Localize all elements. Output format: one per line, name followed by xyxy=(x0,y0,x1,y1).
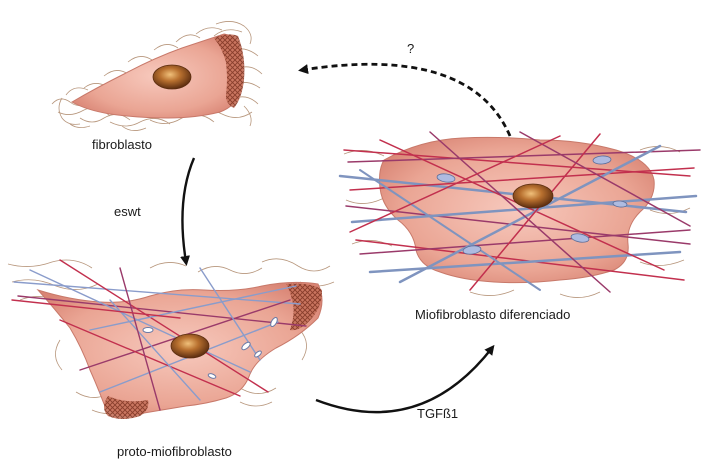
proto-myofibroblast-cell xyxy=(8,259,334,419)
tgf-arrow xyxy=(316,348,492,412)
myo-nucleus xyxy=(513,184,553,208)
fibroblast-nucleus xyxy=(153,65,191,89)
eswt-label: eswt xyxy=(114,205,141,218)
myofibroblast-label: Miofibroblasto diferenciado xyxy=(415,308,570,321)
eswt-arrow xyxy=(182,158,194,262)
question-label: ? xyxy=(407,42,414,55)
proto-myofibroblast-label: proto-miofibroblasto xyxy=(117,445,232,458)
tgf-label: TGFß1 xyxy=(417,407,458,420)
return-arrow xyxy=(302,64,510,136)
fibroblast-label: fibroblasto xyxy=(92,138,152,151)
myofibroblast-cell xyxy=(340,132,700,298)
proto-nucleus xyxy=(171,334,209,358)
fibroblast-cell xyxy=(52,21,262,130)
